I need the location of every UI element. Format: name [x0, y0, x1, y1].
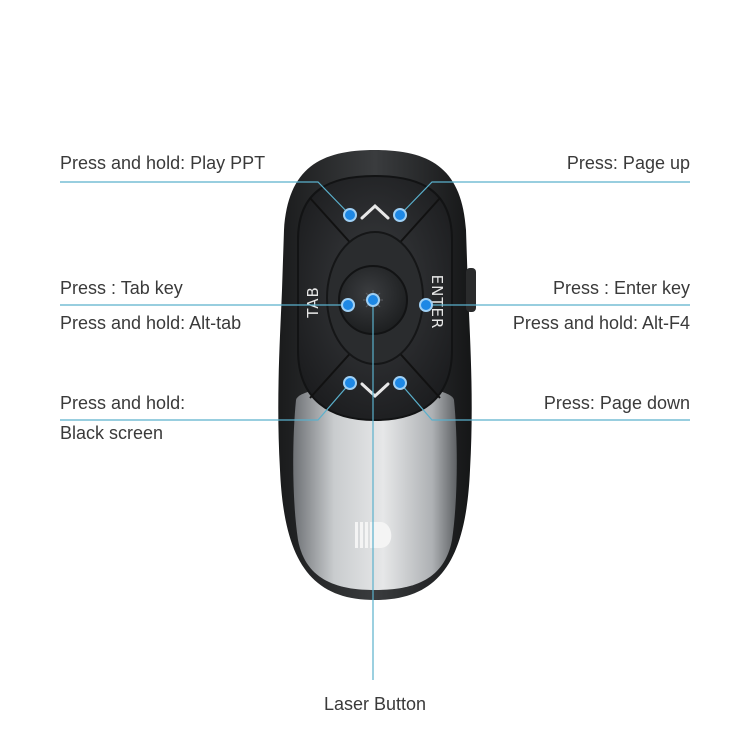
- label-alt-f4: Press and hold: Alt-F4: [512, 313, 690, 333]
- enter-key-label[interactable]: ENTER: [428, 275, 446, 330]
- label-play-ppt: Press and hold: Play PPT: [60, 153, 266, 173]
- label-tab-key: Press : Tab key: [60, 278, 183, 298]
- pad-divider: [394, 347, 441, 399]
- remote-silver-body: [293, 385, 457, 590]
- label-enter-key: Press : Enter key: [552, 278, 690, 298]
- dot-enter: [419, 298, 433, 312]
- label-page-down: Press: Page down: [543, 393, 690, 413]
- dot-page-down: [393, 376, 407, 390]
- label-black-screen-line1: Press and hold:: [60, 393, 186, 413]
- dot-tab: [341, 298, 355, 312]
- chevron-up-icon[interactable]: [360, 203, 390, 220]
- label-alt-tab: Press and hold: Alt-tab: [60, 313, 242, 333]
- pad-divider: [309, 347, 356, 399]
- brand-logo: [355, 522, 392, 548]
- label-laser-button: Laser Button: [323, 694, 427, 714]
- chevron-down-icon[interactable]: [360, 382, 390, 399]
- callout-line-page-down: [399, 382, 690, 421]
- side-button[interactable]: [466, 268, 476, 312]
- callout-lines: [60, 181, 690, 680]
- label-page-up: Press: Page up: [566, 153, 690, 173]
- pad-divider: [394, 197, 441, 249]
- callout-line-black-screen: [60, 382, 351, 421]
- dot-laser: [366, 293, 380, 307]
- tab-key-label[interactable]: TAB: [304, 286, 322, 319]
- callout-line-play-ppt: [60, 181, 351, 216]
- label-black-screen-line2: Black screen: [60, 423, 164, 443]
- dot-black-screen: [343, 376, 357, 390]
- dot-page-up: [393, 208, 407, 222]
- callout-dots: [341, 208, 433, 390]
- callout-line-page-up: [399, 181, 690, 216]
- dot-play-ppt: [343, 208, 357, 222]
- pad-divider: [309, 197, 356, 249]
